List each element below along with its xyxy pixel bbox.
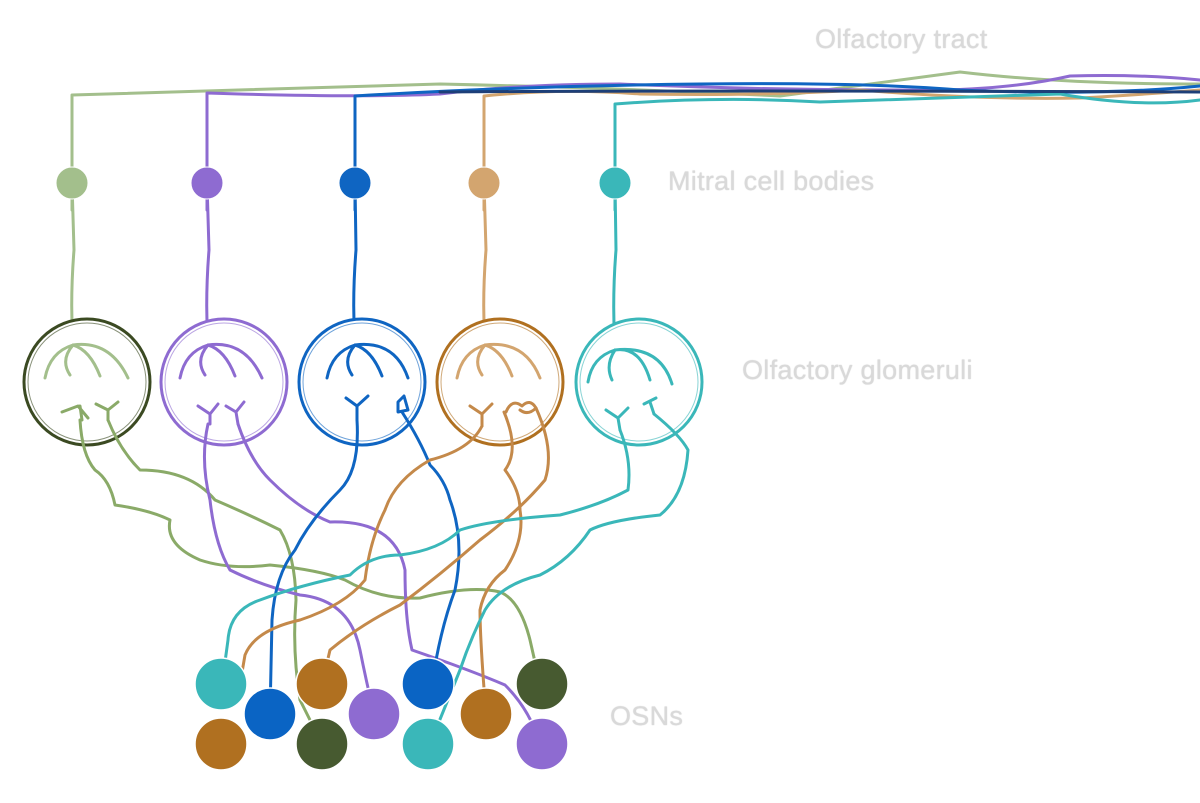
- glomerulus-brown: [435, 317, 565, 447]
- osn-purple-2: [515, 717, 569, 771]
- osn-purple-1: [347, 687, 401, 741]
- mitral-cell-teal: [598, 166, 632, 200]
- glomerulus-purple: [159, 317, 289, 447]
- olfactory-glomeruli: [22, 317, 704, 447]
- osn-brown-3: [459, 687, 513, 741]
- osn-darkgreen-2: [515, 657, 569, 711]
- osn-darkgreen-1: [295, 717, 349, 771]
- mitral-cell-lightgreen: [55, 166, 89, 200]
- glomerulus-blue: [297, 317, 427, 447]
- mitral-cell-blue: [338, 166, 372, 200]
- mitral-cell-bodies: [55, 166, 632, 200]
- mitral-cell-tan: [467, 166, 501, 200]
- osn-blue-2: [401, 657, 455, 711]
- olfactory-tract-label: Olfactory tract: [815, 24, 988, 54]
- osn-brown-2: [295, 657, 349, 711]
- osn-cells: [194, 657, 569, 771]
- osn-blue-1: [243, 687, 297, 741]
- olfactory-tract: [70, 70, 1200, 212]
- mitral-cell-bodies-label: Mitral cell bodies: [668, 166, 875, 196]
- glomerulus-teal: [574, 317, 704, 447]
- mitral-cell-purple: [190, 166, 224, 200]
- osn-axons: [78, 406, 690, 746]
- glomerulus-green: [22, 317, 152, 447]
- osns-label: OSNs: [610, 701, 684, 731]
- olfactory-glomeruli-label: Olfactory glomeruli: [742, 355, 973, 385]
- osn-brown-1: [194, 717, 248, 771]
- osn-teal-2: [401, 717, 455, 771]
- osn-teal-1: [194, 657, 248, 711]
